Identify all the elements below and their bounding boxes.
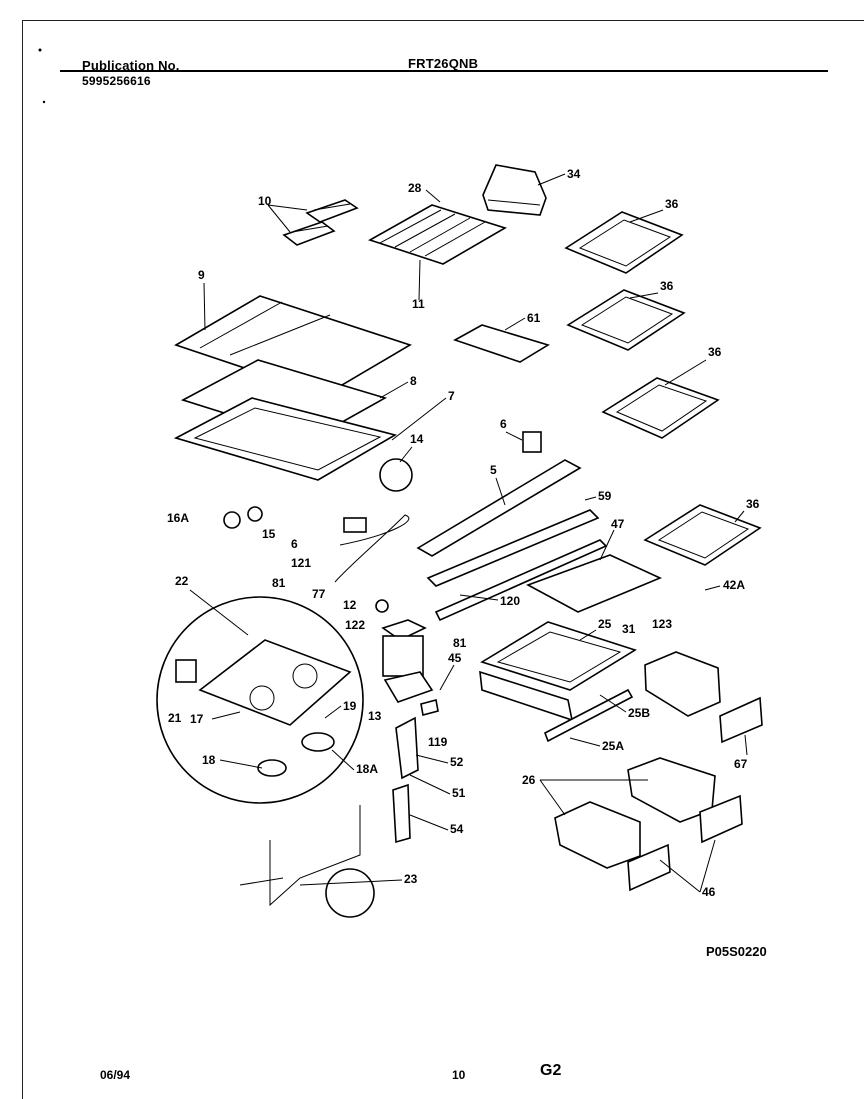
callout-36-c: 36 [708, 345, 722, 359]
footer-date: 06/94 [100, 1068, 131, 1082]
callout-42A: 42A [723, 578, 745, 592]
callout-16A: 16A [167, 511, 189, 525]
callout-17: 17 [190, 712, 204, 726]
callout-122: 122 [345, 618, 365, 632]
callout-25A: 25A [602, 739, 624, 753]
duct-part-52 [395, 716, 419, 780]
hinge-block-part-2 [343, 517, 367, 533]
shelf-bracket-part [453, 324, 550, 363]
callout-61: 61 [527, 311, 541, 325]
callout-5: 5 [490, 463, 497, 477]
callout-12: 12 [343, 598, 357, 612]
callout-18: 18 [202, 753, 216, 767]
callout-6-b: 6 [291, 537, 298, 551]
drawer-front-part [719, 696, 763, 744]
crisper-cover-part [526, 554, 662, 613]
callout-119: 119 [428, 735, 448, 749]
drawer-rail-part [544, 688, 634, 743]
hinge-block-part [522, 431, 542, 453]
callout-36-a: 36 [665, 197, 679, 211]
pan-part [644, 651, 721, 717]
callout-15: 15 [262, 527, 276, 541]
callout-59: 59 [598, 489, 612, 503]
callout-45: 45 [448, 651, 462, 665]
ice-tray-part [282, 199, 359, 246]
callout-36-b: 36 [660, 279, 674, 293]
clip-part [420, 699, 439, 716]
callout-67: 67 [734, 757, 748, 771]
footer-section: G2 [540, 1062, 562, 1079]
callout-77: 77 [312, 587, 326, 601]
tube-part [334, 514, 410, 583]
callout-28: 28 [408, 181, 422, 195]
leveling-leg-inset [239, 805, 375, 918]
callout-121: 121 [291, 556, 311, 570]
diagram-code: P05S0220 [706, 944, 767, 959]
callout-14: 14 [410, 432, 424, 446]
knob-insert-part [247, 506, 263, 522]
model-number: FRT26QNB [408, 56, 479, 71]
freezer-shelf-assembly [173, 295, 412, 481]
footer-page: 10 [452, 1068, 466, 1082]
publication-number: 5995256616 [82, 74, 151, 88]
header-rule [60, 70, 828, 72]
callout-36-d: 36 [746, 497, 760, 511]
catalog-page [22, 20, 864, 1099]
callout-120: 120 [500, 594, 520, 608]
shelf-rail-part [416, 459, 608, 622]
callout-8: 8 [410, 374, 417, 388]
lamp-part [375, 599, 389, 613]
callout-22: 22 [175, 574, 189, 588]
callout-26: 26 [522, 773, 536, 787]
callout-21: 21 [168, 711, 182, 725]
duct-part-51 [392, 783, 411, 844]
callout-51: 51 [452, 786, 466, 800]
pan-front-part [699, 794, 743, 844]
wire-shelf-part [368, 204, 507, 265]
callout-7: 7 [448, 389, 455, 403]
damper-inset [379, 458, 413, 492]
callout-123: 123 [652, 617, 672, 631]
callout-11: 11 [412, 297, 425, 311]
control-housing-inset [156, 596, 364, 804]
callout-9: 9 [198, 268, 205, 282]
control-knob-part [223, 511, 241, 529]
publication-label: Publication No. [82, 58, 180, 73]
pan-front-part-2 [627, 843, 671, 892]
callout-18A: 18A [356, 762, 378, 776]
callout-46: 46 [702, 885, 716, 899]
callout-52: 52 [450, 755, 464, 769]
callout-25B: 25B [628, 706, 650, 720]
door-bin-part [482, 164, 547, 216]
callout-25: 25 [598, 617, 612, 631]
callout-6-a: 6 [500, 417, 507, 431]
crisper-pan-part-2 [554, 801, 641, 869]
callout-34: 34 [567, 167, 581, 181]
callout-19: 19 [343, 699, 357, 713]
glass-shelf-part [564, 211, 762, 566]
callout-31: 31 [622, 622, 636, 636]
callout-81-a: 81 [272, 576, 286, 590]
air-duct-part [381, 619, 434, 703]
callout-54: 54 [450, 822, 464, 836]
callout-47: 47 [611, 517, 625, 531]
callout-10: 10 [258, 194, 272, 208]
callout-81-b: 81 [453, 636, 467, 650]
callout-13: 13 [368, 709, 382, 723]
callout-23: 23 [404, 872, 418, 886]
